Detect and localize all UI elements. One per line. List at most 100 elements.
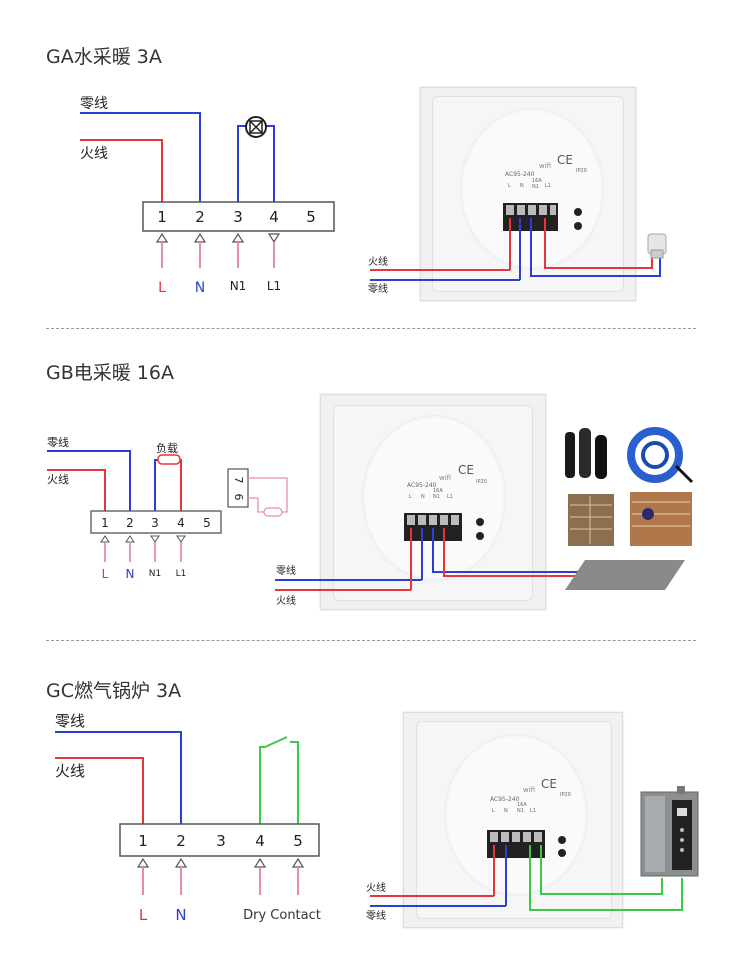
valve-actuator-photo-icon bbox=[647, 233, 667, 259]
gb-terminal-1: 1 bbox=[101, 516, 109, 530]
ga-device-term-n: N bbox=[520, 183, 524, 189]
gc-input-arrows bbox=[136, 857, 305, 868]
gc-device-voltage: AC95-240 bbox=[490, 796, 520, 803]
gc-label-l: L bbox=[139, 906, 148, 924]
gc-device-live-label: 火线 bbox=[366, 881, 386, 894]
divider-2 bbox=[46, 640, 696, 641]
gc-device-term-l: L bbox=[492, 808, 495, 814]
gc-device-amp: 16A bbox=[517, 802, 527, 808]
section-gb-title: GB电采暖 16A bbox=[46, 362, 174, 384]
ga-terminal-block bbox=[142, 201, 335, 232]
ga-live-wire bbox=[80, 139, 163, 203]
gb-terminal-block bbox=[90, 510, 222, 534]
gb-live-wire bbox=[47, 469, 106, 512]
ga-device-ce: CE bbox=[557, 153, 573, 167]
ga-device-term-n1: N1 bbox=[532, 184, 539, 190]
ga-device-ip: IP20 bbox=[576, 168, 587, 174]
gb-sensor-7: 7 bbox=[232, 477, 245, 484]
gb-label-l: L bbox=[102, 567, 109, 581]
gb-sensor-probe-icon bbox=[263, 507, 283, 517]
gb-live-label: 火线 bbox=[47, 472, 69, 486]
ga-device-amp: 16A bbox=[532, 178, 542, 184]
ga-valve-wire-right bbox=[266, 125, 275, 203]
gc-terminal-2: 2 bbox=[176, 832, 186, 850]
gc-live-label: 火线 bbox=[55, 762, 85, 780]
gc-device-neutral-label: 零线 bbox=[366, 909, 386, 922]
ga-terminal-3: 3 bbox=[233, 208, 243, 226]
gb-device-term-n: N bbox=[421, 494, 425, 500]
ga-terminal-1: 1 bbox=[157, 208, 167, 226]
ga-device-wiring: AC95-240 wifi CE IP20 L N 16A N1 L1 火线 零… bbox=[368, 153, 667, 295]
gb-terminal-3: 3 bbox=[151, 516, 159, 530]
gb-neutral-label: 零线 bbox=[47, 435, 69, 449]
gb-sensor-6: 6 bbox=[232, 494, 245, 501]
gb-neutral-wire bbox=[47, 450, 131, 512]
gc-label-dry-contact: Dry Contact bbox=[243, 908, 321, 923]
gb-label-n: N bbox=[126, 567, 135, 581]
gc-dry-contact-wire-5 bbox=[290, 741, 299, 825]
gc-device-wifi: wifi bbox=[523, 786, 535, 794]
section-ga-title: GA水采暖 3A bbox=[46, 46, 162, 68]
gb-terminal-4: 4 bbox=[177, 516, 185, 530]
ga-live-label: 火线 bbox=[80, 146, 108, 162]
gb-device-live-label: 火线 bbox=[276, 594, 296, 607]
gc-dry-contact-wire-4 bbox=[259, 746, 265, 825]
gc-label-n: N bbox=[175, 906, 186, 924]
gc-device-term-n1: N1 bbox=[517, 808, 524, 814]
gas-boiler-icon bbox=[640, 786, 699, 877]
gb-device-ce: CE bbox=[458, 463, 474, 477]
ga-neutral-wire bbox=[80, 112, 201, 203]
gb-device-wifi: wifi bbox=[439, 474, 451, 482]
gc-device-term-l1: L1 bbox=[530, 808, 536, 814]
gc-terminal-5: 5 bbox=[293, 832, 303, 850]
divider-1 bbox=[46, 328, 696, 329]
gc-live-wire bbox=[55, 757, 144, 825]
ga-terminal-2: 2 bbox=[195, 208, 205, 226]
gc-device-ip: IP20 bbox=[560, 792, 571, 798]
gb-device-term-n1: N1 bbox=[433, 494, 440, 500]
gc-terminal-block bbox=[119, 823, 320, 857]
gb-floor-panel bbox=[565, 560, 685, 590]
gb-device-term-l1: L1 bbox=[447, 494, 453, 500]
heating-film-rolls-photo bbox=[556, 425, 618, 546]
gc-device-ce: CE bbox=[541, 777, 557, 791]
ga-device-term-l1: L1 bbox=[545, 183, 551, 189]
gb-device-term-l: L bbox=[409, 494, 412, 500]
gb-device-amp: 16A bbox=[433, 488, 443, 494]
ga-device-live-label: 火线 bbox=[368, 255, 388, 268]
ga-terminal-4: 4 bbox=[269, 208, 279, 226]
gb-wiring-diagram: 负载 1 2 3 4 5 L N N1 L1 零线 火线 7 6 bbox=[47, 435, 288, 581]
gb-terminal-5: 5 bbox=[203, 516, 211, 530]
ga-neutral-label: 零线 bbox=[80, 96, 108, 112]
ga-label-l1: L1 bbox=[267, 279, 281, 293]
section-gc-title: GC燃气锅炉 3A bbox=[46, 680, 182, 702]
gb-load-label: 负载 bbox=[156, 441, 178, 455]
gb-sensor-block bbox=[227, 468, 249, 508]
ga-device-term-l: L bbox=[508, 183, 511, 189]
valve-actuator-icon bbox=[245, 116, 267, 138]
ga-label-n1: N1 bbox=[230, 279, 247, 293]
ga-terminal-5: 5 bbox=[306, 208, 316, 226]
gc-dry-contact-switch bbox=[264, 736, 288, 748]
gc-terminal-1: 1 bbox=[138, 832, 148, 850]
ga-label-l: L bbox=[158, 280, 166, 296]
gb-terminal-2: 2 bbox=[126, 516, 134, 530]
ga-label-n: N bbox=[195, 280, 205, 296]
gb-label-n1: N1 bbox=[149, 569, 161, 579]
gb-device-voltage: AC95-240 bbox=[407, 482, 437, 489]
ga-device-wifi: wifi bbox=[539, 162, 551, 170]
gc-terminal-4: 4 bbox=[255, 832, 265, 850]
gc-terminal-3: 3 bbox=[216, 832, 226, 850]
gb-load-icon bbox=[157, 454, 181, 465]
ga-wiring-diagram: 1 2 3 4 5 L N N1 L1 零线 火线 bbox=[80, 96, 335, 296]
gb-device-wiring: AC95-240 wifi CE IP20 L N 16A N1 L1 零线 火… bbox=[275, 425, 694, 607]
gc-neutral-label: 零线 bbox=[55, 712, 85, 730]
gc-mounting-disc bbox=[444, 734, 588, 896]
gb-label-l1: L1 bbox=[176, 569, 187, 579]
gb-device-ip: IP20 bbox=[476, 479, 487, 485]
ga-valve-wire-left bbox=[237, 125, 246, 203]
gc-device-term-n: N bbox=[504, 808, 508, 814]
ga-device-voltage: AC95-240 bbox=[505, 171, 535, 178]
